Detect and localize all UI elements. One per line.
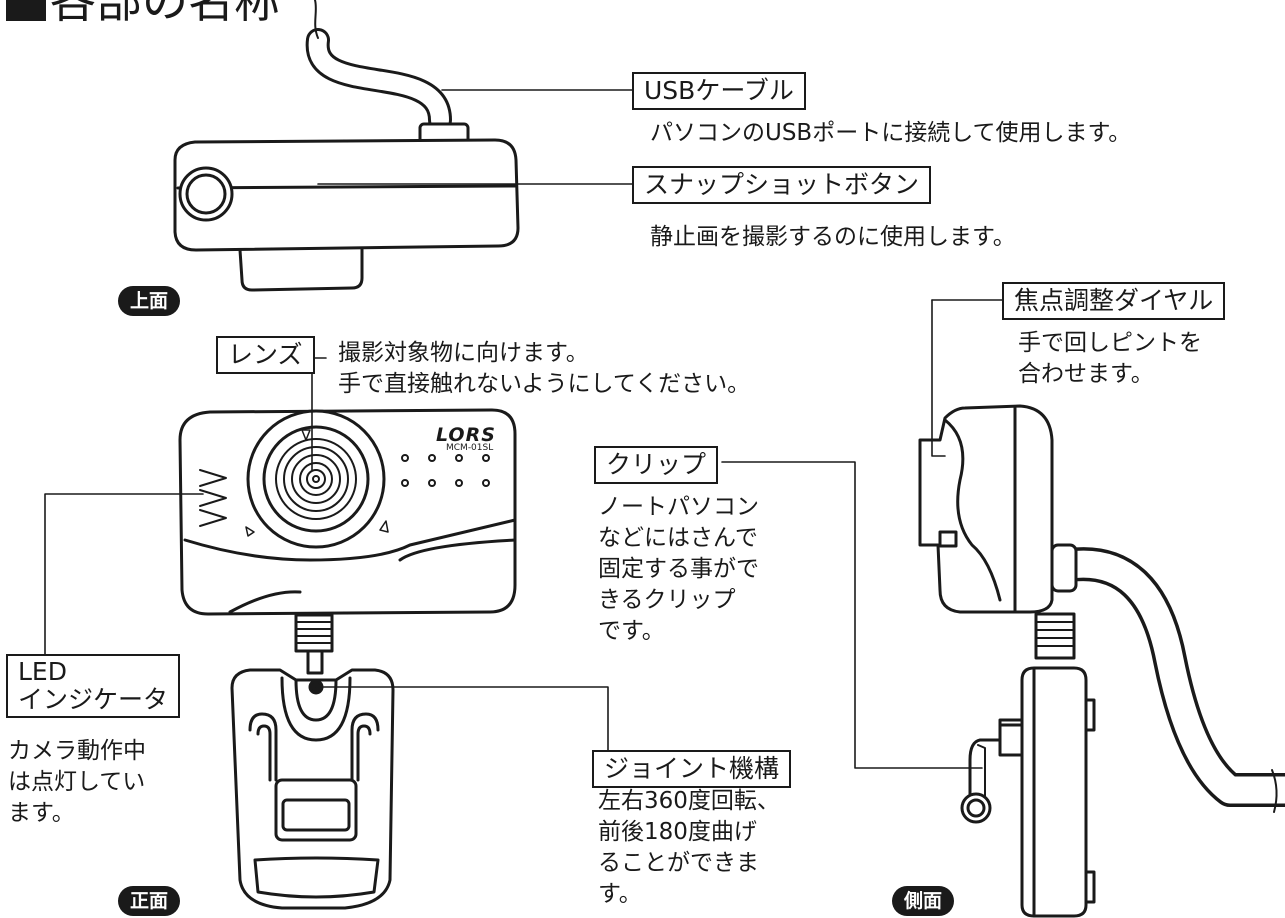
front-view-camera [178, 408, 517, 910]
camera-model-text: MCM-01SL [446, 443, 494, 453]
title-square-icon [6, 0, 46, 21]
camera-brand-logo: LORS [436, 424, 496, 446]
side-view-camera [918, 404, 1285, 918]
front-view-badge: 正面 [118, 886, 180, 916]
top-view-camera [173, 0, 520, 292]
top-view-badge: 上面 [118, 286, 180, 316]
clip-desc: ノートパソコン などにはさんで 固定する事がで きるクリップ です。 [598, 494, 759, 644]
snapshot-button-label: スナップショットボタン [632, 166, 932, 204]
led-indicator-desc: カメラ動作中 は点灯してい ます。 [8, 738, 146, 826]
snapshot-button-desc: 静止画を撮影するのに使用します。 [650, 224, 1016, 250]
lens-desc: 撮影対象物に向けます。 手で直接触れないようにしてください。 [338, 340, 751, 397]
page-title: 各部の名称 [6, 0, 280, 26]
focus-dial-desc: 手で回しピントを 合わせます。 [1018, 330, 1202, 387]
leader-lines [44, 89, 1003, 769]
side-view-badge: 側面 [892, 886, 954, 916]
usb-cable-label: USBケーブル [632, 72, 806, 110]
focus-dial-label: 焦点調整ダイヤル [1002, 282, 1226, 320]
lens-label: レンズ [216, 336, 315, 374]
clip-label: クリップ [594, 446, 719, 484]
usb-cable-desc: パソコンのUSBポートに接続して使用します。 [650, 120, 1132, 146]
joint-mechanism-desc: 左右360度回転、 前後180度曲げ ることができま す。 [598, 788, 780, 907]
joint-mechanism-label: ジョイント機構 [592, 750, 792, 788]
led-indicator-label: LED インジケータ [6, 654, 181, 718]
